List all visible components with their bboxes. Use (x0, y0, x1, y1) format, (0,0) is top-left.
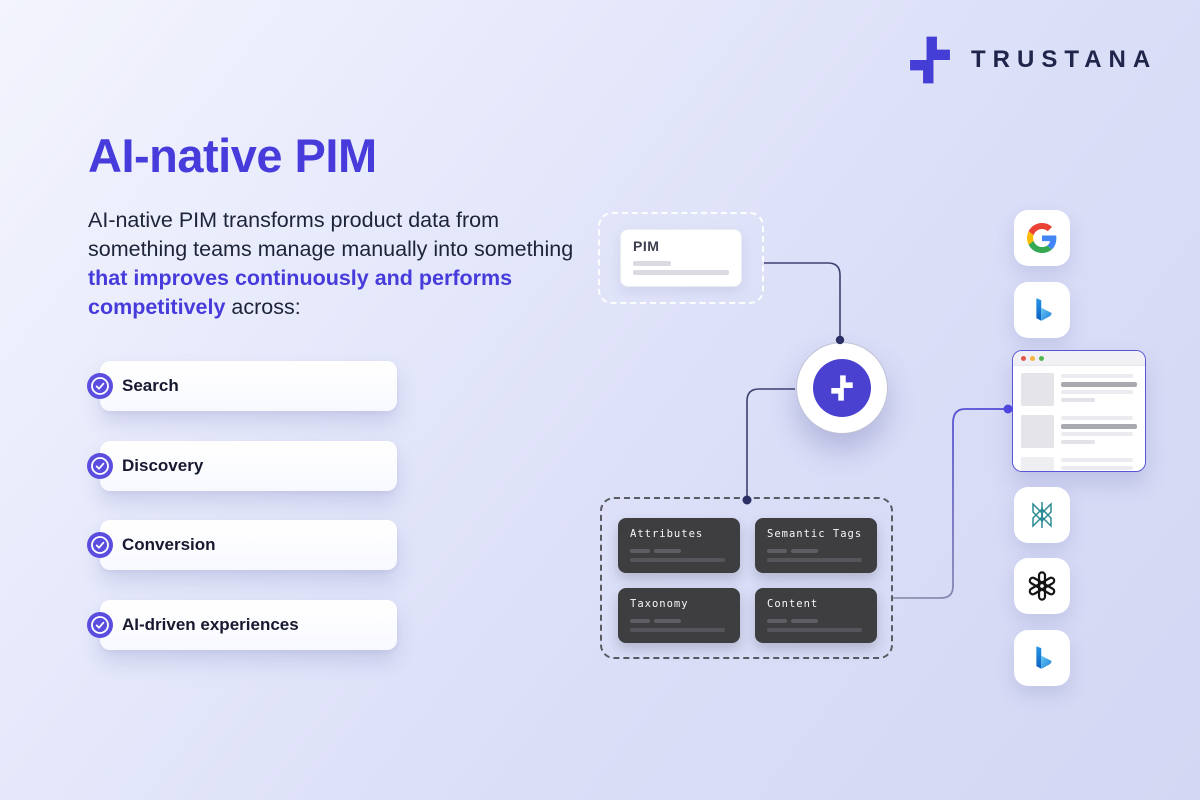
checklist-label: Discovery (122, 456, 204, 475)
google-icon (1027, 223, 1057, 253)
skeleton-bar (791, 549, 818, 553)
skeleton-bar (654, 549, 681, 553)
bing-icon (1036, 298, 1052, 321)
skeleton-bar (654, 619, 681, 623)
traffic-light-green (1039, 355, 1044, 361)
skeleton-bar (1061, 432, 1134, 436)
wire-modules-to-channels (893, 408, 1006, 599)
check-circle-icon (87, 453, 113, 479)
perplexity-icon (1032, 502, 1052, 528)
checklist-label: Search (122, 376, 179, 395)
result-thumbnail (1021, 457, 1054, 471)
module-taxonomy: Taxonomy (618, 588, 740, 643)
checklist-item-search: Search (87, 361, 397, 411)
module-label: Attributes (630, 528, 704, 540)
checklist-label: Conversion (122, 535, 216, 554)
modules-dashed-frame: Attributes Semantic Tags Taxonomy Conten… (600, 497, 893, 659)
skeleton-bar (1061, 416, 1134, 420)
skeleton-bar (630, 628, 725, 632)
skeleton-bar (1061, 381, 1137, 387)
check-circle-icon (87, 612, 113, 638)
skeleton-bar (1061, 397, 1096, 402)
skeleton-bar (1061, 465, 1134, 470)
trustana-plus-icon (831, 375, 853, 401)
plus-node (796, 342, 888, 434)
pim-card: PIM (620, 229, 742, 287)
channel-tile-google (1014, 210, 1070, 266)
trustana-plus-icon (910, 36, 950, 84)
page-title: AI-native PIM (88, 129, 377, 182)
brand-wordmark: TRUSTANA (971, 46, 1158, 73)
skeleton-bar (1061, 439, 1096, 444)
bing-icon (1036, 646, 1052, 669)
channel-tile-openai (1014, 558, 1070, 614)
pim-label: PIM (633, 238, 660, 254)
module-label: Taxonomy (630, 598, 689, 610)
check-circle-icon (87, 532, 113, 558)
skeleton-bar (633, 270, 729, 275)
skeleton-bar (630, 558, 725, 562)
skeleton-bar (767, 628, 862, 632)
intro-text: AI-native PIM transforms product data fr… (88, 208, 574, 262)
module-label: Content (767, 598, 819, 610)
checklist-label: AI-driven experiences (122, 615, 299, 634)
module-content: Content (755, 588, 877, 643)
skeleton-bar (1061, 374, 1134, 378)
traffic-light-yellow (1030, 355, 1035, 361)
result-row (1021, 373, 1137, 406)
skeleton-bar (633, 261, 671, 266)
wire-pim-to-plus (764, 262, 841, 336)
intro-highlight: that improves continuously and performs … (88, 266, 513, 320)
search-results-window (1012, 350, 1146, 472)
brand-logo: TRUSTANA (904, 34, 1157, 86)
checklist-item-discovery: Discovery (87, 441, 397, 491)
result-row (1021, 415, 1137, 448)
plus-disc (813, 359, 871, 417)
channel-tile-bing (1014, 630, 1070, 686)
channel-tile-bing (1014, 282, 1070, 338)
checklist-item-ai-experiences: AI-driven experiences (87, 600, 397, 650)
traffic-light-red (1021, 355, 1026, 361)
pim-dashed-frame: PIM (598, 212, 764, 304)
skeleton-bar (767, 558, 862, 562)
browser-content (1013, 366, 1145, 471)
skeleton-bar (630, 549, 650, 553)
browser-titlebar (1013, 351, 1145, 366)
skeleton-bar (791, 619, 818, 623)
module-semantic-tags: Semantic Tags (755, 518, 877, 573)
channel-tile-perplexity (1014, 487, 1070, 543)
result-thumbnail (1021, 373, 1054, 406)
skeleton-bar (1061, 458, 1134, 462)
skeleton-bar (1061, 390, 1134, 394)
skeleton-bar (630, 619, 650, 623)
skeleton-bar (1061, 423, 1137, 429)
module-attributes: Attributes (618, 518, 740, 573)
result-row (1021, 457, 1137, 471)
intro-paragraph: AI-native PIM transforms product data fr… (88, 206, 590, 322)
skeleton-bar (767, 619, 787, 623)
check-circle-icon (87, 373, 113, 399)
checklist-item-conversion: Conversion (87, 520, 397, 570)
wire-plus-to-modules (746, 388, 795, 496)
result-thumbnail (1021, 415, 1054, 448)
module-label: Semantic Tags (767, 528, 863, 540)
intro-text: across: (225, 295, 301, 320)
skeleton-bar (767, 549, 787, 553)
openai-icon (1028, 571, 1056, 601)
